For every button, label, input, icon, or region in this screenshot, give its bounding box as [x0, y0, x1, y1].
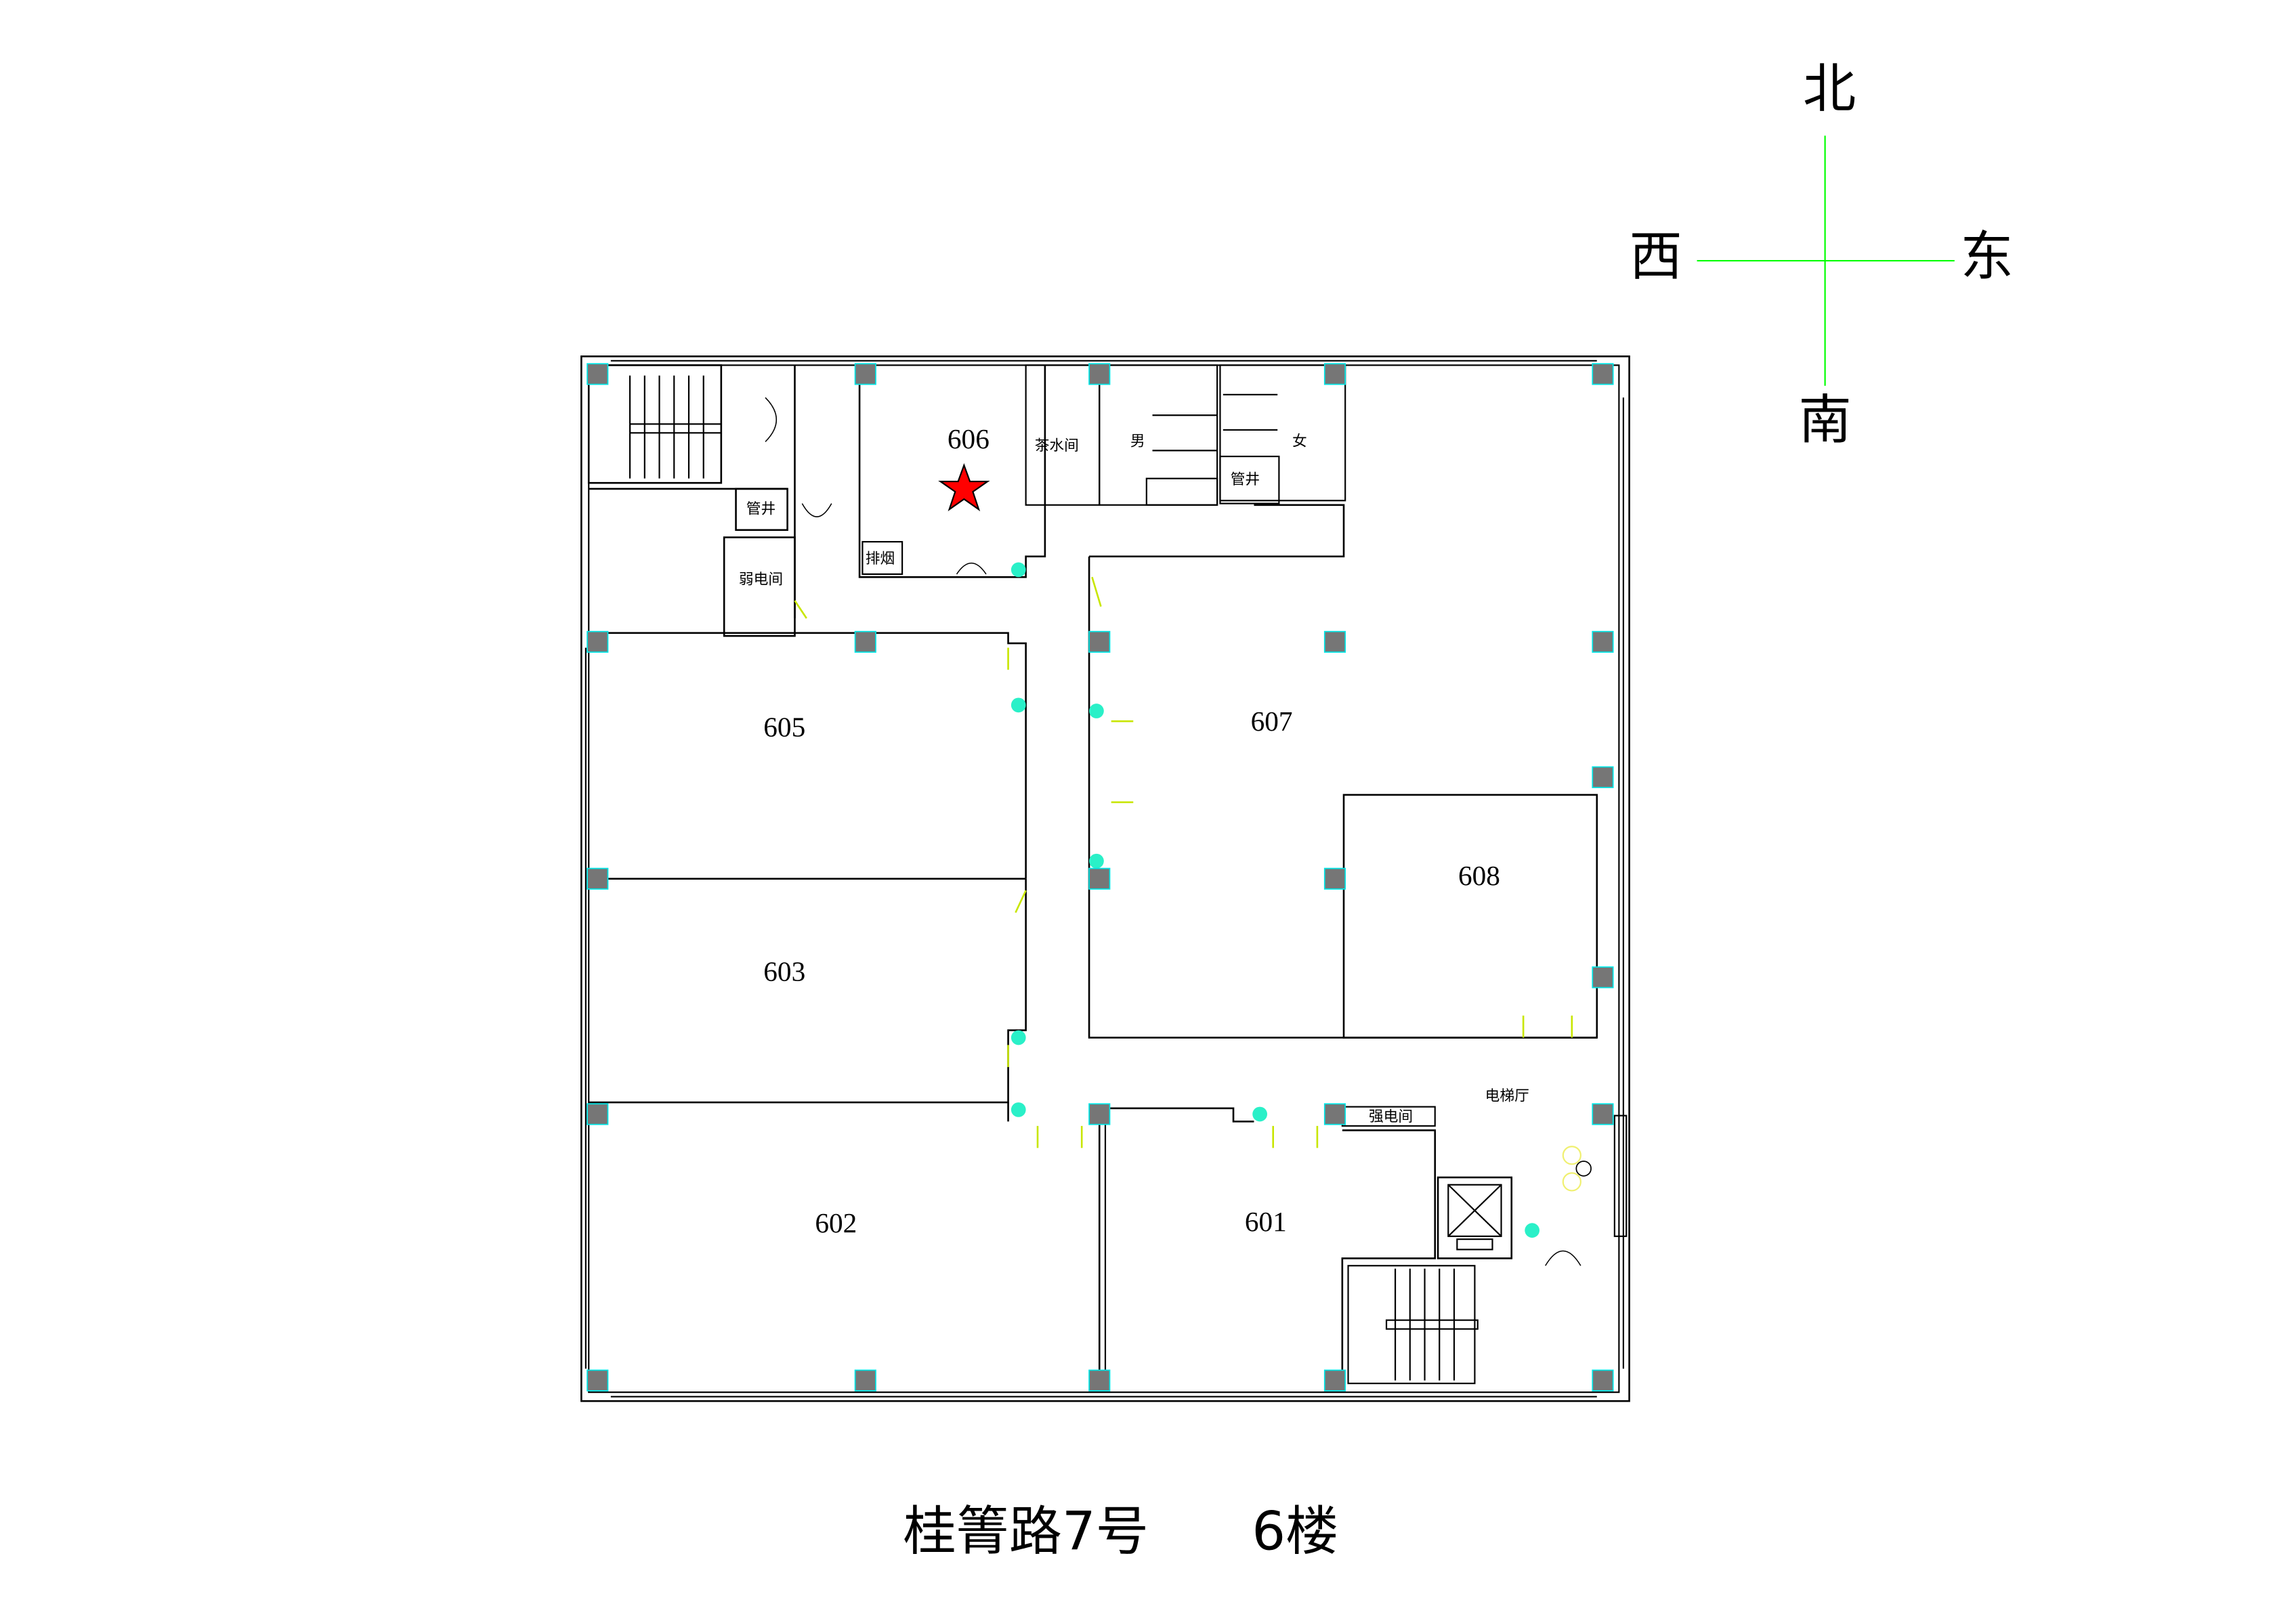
men-restroom-label: 男 [1130, 433, 1145, 450]
compass-north: 北 [1803, 58, 1856, 120]
compass-west: 西 [1630, 226, 1682, 288]
compass: 北 西 东 南 [1630, 58, 2014, 451]
plant-icon [1011, 697, 1026, 713]
plant-icon [1252, 1106, 1268, 1122]
strong-electric-room-label: 强电间 [1369, 1108, 1413, 1125]
room-602-label: 602 [815, 1207, 857, 1238]
plant-icon [1011, 1102, 1026, 1117]
columns [587, 363, 1614, 1391]
room-603-label: 603 [763, 955, 805, 987]
floor-title: 6楼 [1252, 1500, 1338, 1562]
room-601-label: 601 [1245, 1206, 1287, 1237]
plant-icon [1089, 853, 1104, 869]
smoke-exhaust-label: 排烟 [866, 550, 895, 567]
plant-icon [1089, 704, 1104, 718]
interior-walls [587, 364, 1628, 1391]
plant-icon [1011, 1030, 1026, 1045]
plant-icon [1011, 562, 1026, 578]
compass-south: 南 [1799, 389, 1852, 451]
doors [765, 397, 1581, 1266]
room-606-label: 606 [948, 423, 990, 454]
shaft-left-label: 管井 [746, 500, 775, 517]
compass-east: 东 [1961, 226, 2014, 288]
women-restroom-label: 女 [1292, 433, 1307, 450]
address-title: 桂箐路7号 [903, 1500, 1149, 1562]
room-607-label: 607 [1251, 706, 1293, 737]
room-608-label: 608 [1458, 860, 1500, 891]
plant-icon [1525, 1223, 1540, 1238]
table-icon [1575, 1161, 1592, 1177]
sofa-icon [1562, 1172, 1581, 1192]
sofa-icon [1562, 1146, 1581, 1165]
plants [1011, 562, 1592, 1238]
tea-room-label: 茶水间 [1035, 437, 1079, 454]
room-605-label: 605 [763, 712, 805, 743]
elevator-hall-label: 电梯厅 [1485, 1087, 1529, 1104]
star-icon [938, 462, 990, 512]
shaft-right-label: 管井 [1231, 471, 1260, 488]
weak-electric-room-label: 弱电间 [739, 571, 783, 588]
